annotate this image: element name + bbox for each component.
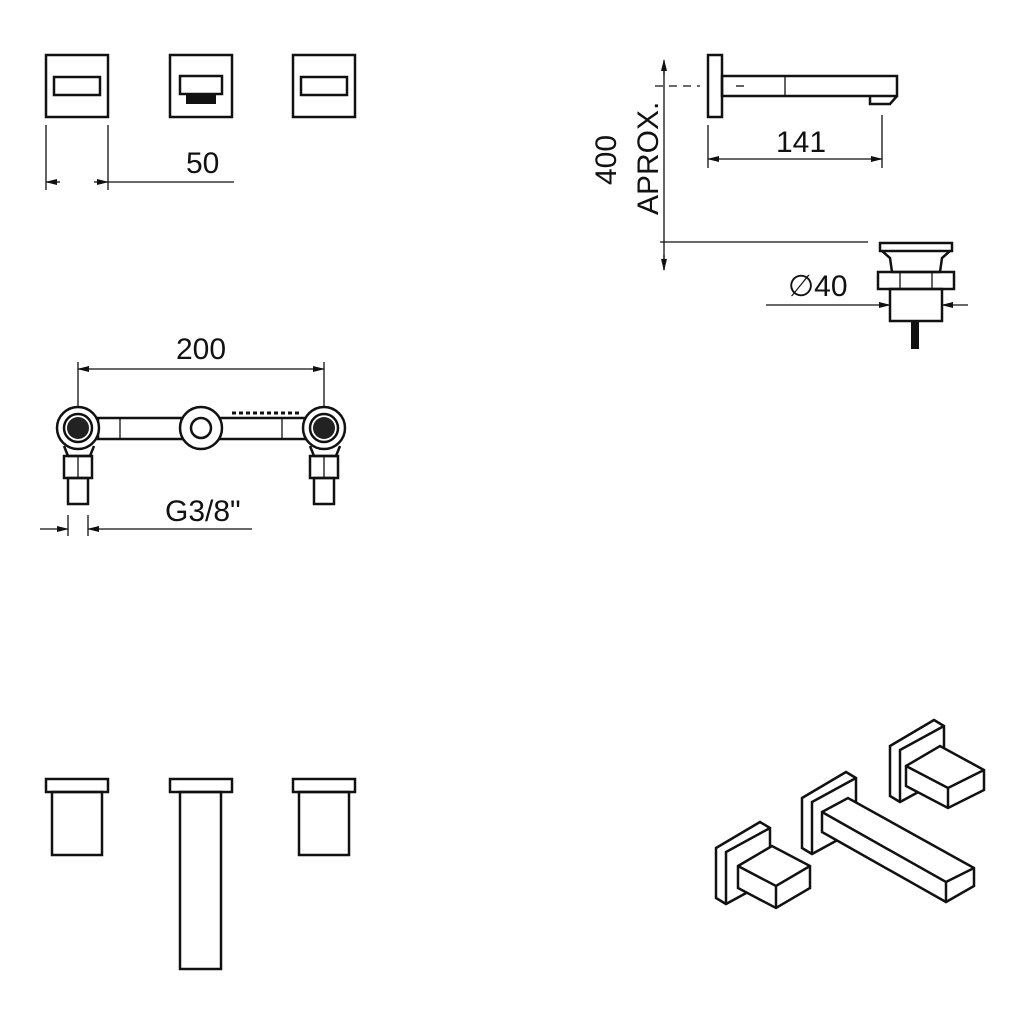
dimension-diameter-40: ∅40 [788,270,848,303]
iso-spout [800,770,976,904]
front-view [44,777,357,971]
dimension-400: 400 [590,135,623,185]
dimension-approx-note: APROX. [632,102,665,215]
iso-right-handle [888,718,986,810]
dimension-141: 141 [776,126,826,159]
concealed-body: 200 G3/8" [40,333,347,536]
spout-top [168,53,234,119]
drain-plug [876,241,956,349]
dimension-200: 200 [176,333,226,366]
left-handle-top [44,53,110,119]
side-view: 141 400 APROX. ∅40 [590,53,968,349]
iso-left-handle [714,820,812,910]
isometric-view [714,718,986,910]
top-view: 50 [44,53,357,190]
dimension-50: 50 [186,147,219,180]
right-handle-top [291,53,357,119]
dimension-thread: G3/8" [165,495,241,528]
